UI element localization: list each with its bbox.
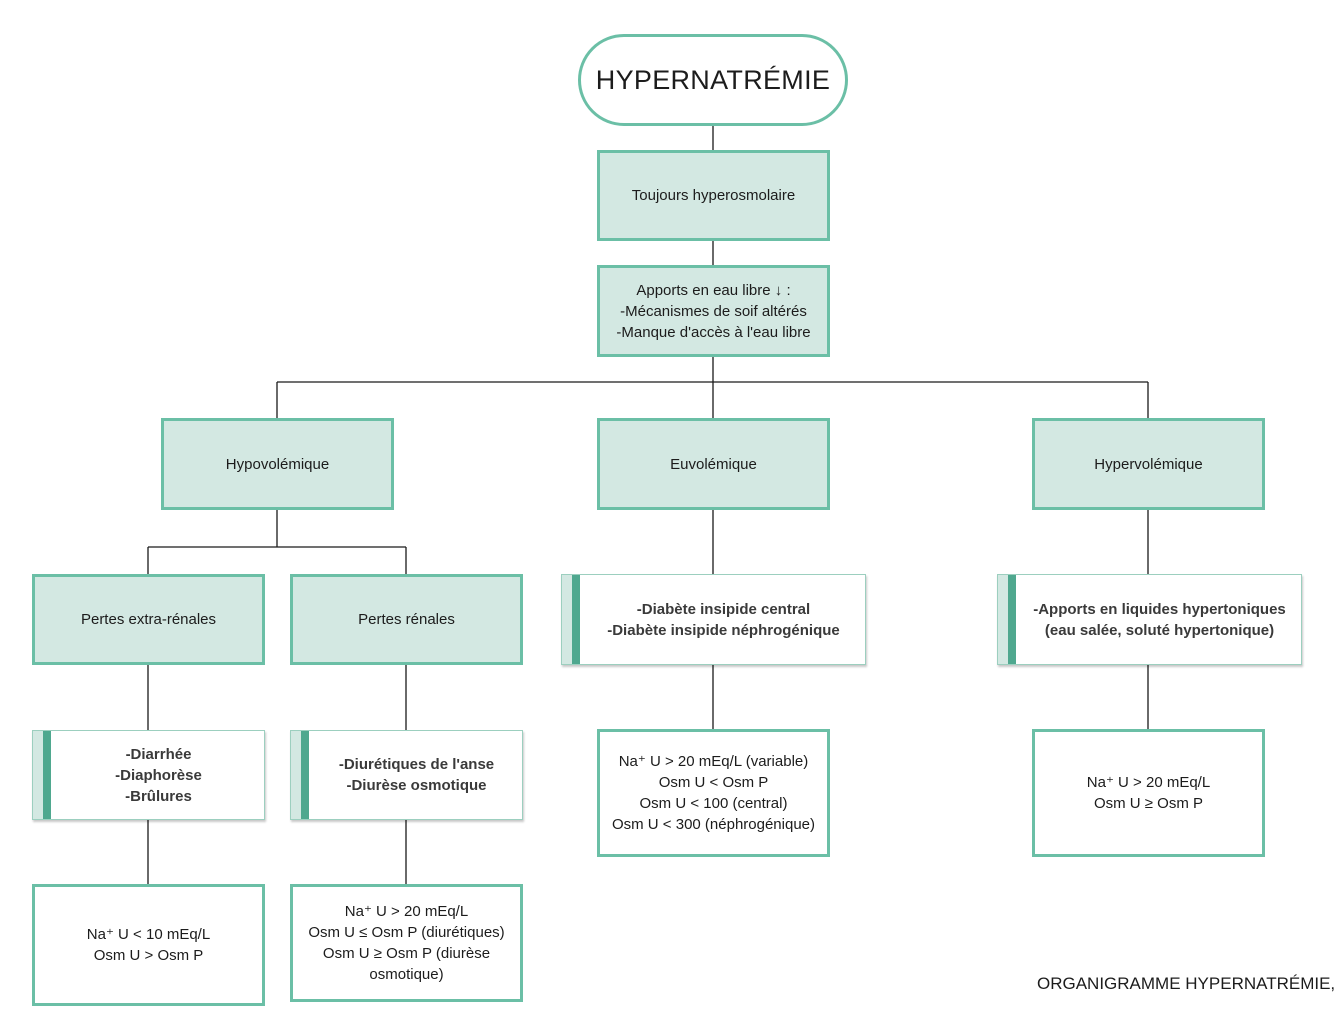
labs-euvolemique: Na⁺ U > 20 mEq/L (variable) Osm U < Osm …	[597, 729, 830, 857]
labs-renal: Na⁺ U > 20 mEq/L Osm U ≤ Osm P (diurétiq…	[290, 884, 523, 1002]
node-pertes-extra-renales-label: Pertes extra-rénales	[80, 611, 217, 628]
note-hypervolemique-causes-text: -Apports en liquides hypertoniques (eau …	[1033, 600, 1286, 639]
note-accent-bar	[562, 575, 584, 664]
labs-extra-renal: Na⁺ U < 10 mEq/L Osm U > Osm P	[32, 884, 265, 1006]
labs-hypervolemique: Na⁺ U > 20 mEq/L Osm U ≥ Osm P	[1032, 729, 1265, 857]
note-accent-bar	[33, 731, 55, 819]
footer-caption: ORGANIGRAMME HYPERNATRÉMIE, I.M	[1037, 974, 1334, 993]
node-hypovolemique-label: Hypovolémique	[225, 455, 330, 473]
node-pertes-extra-renales: Pertes extra-rénales	[32, 574, 265, 665]
note-extra-renal-causes-text: -Diarrhée -Diaphorèse -Brûlures	[115, 745, 202, 805]
node-hypervolemique-label: Hypervolémique	[1094, 455, 1203, 473]
title-text: HYPERNATRÉMIE	[595, 64, 831, 95]
node-apports-eau-libre-label: Apports en eau libre ↓ : -Mécanismes de …	[616, 281, 811, 341]
labs-extra-renal-text: Na⁺ U < 10 mEq/L Osm U > Osm P	[86, 926, 211, 964]
note-renal-causes: -Diurétiques de l'anse -Diurèse osmotiqu…	[290, 730, 523, 820]
node-pertes-renales: Pertes rénales	[290, 574, 523, 665]
labs-hypervolemique-text: Na⁺ U > 20 mEq/L Osm U ≥ Osm P	[1086, 774, 1211, 812]
title-node: HYPERNATRÉMIE	[578, 34, 848, 126]
note-euvolemique-causes-text: -Diabète insipide central -Diabète insip…	[607, 600, 840, 639]
node-apports-eau-libre: Apports en eau libre ↓ : -Mécanismes de …	[597, 265, 830, 357]
note-extra-renal-causes: -Diarrhée -Diaphorèse -Brûlures	[32, 730, 265, 820]
labs-euvolemique-text: Na⁺ U > 20 mEq/L (variable) Osm U < Osm …	[611, 753, 816, 833]
node-euvolemique-label: Euvolémique	[670, 455, 757, 473]
node-hypervolemique: Hypervolémique	[1032, 418, 1265, 510]
note-accent-bar	[998, 575, 1020, 664]
note-euvolemique-causes: -Diabète insipide central -Diabète insip…	[561, 574, 866, 665]
note-accent-bar	[291, 731, 313, 819]
note-hypervolemique-causes: -Apports en liquides hypertoniques (eau …	[997, 574, 1302, 665]
labs-renal-text: Na⁺ U > 20 mEq/L Osm U ≤ Osm P (diurétiq…	[308, 903, 505, 983]
node-pertes-renales-label: Pertes rénales	[358, 611, 455, 628]
node-hypovolemique: Hypovolémique	[161, 418, 394, 510]
node-hyperosmolaire-label: Toujours hyperosmolaire	[631, 187, 796, 204]
node-euvolemique: Euvolémique	[597, 418, 830, 510]
note-renal-causes-text: -Diurétiques de l'anse -Diurèse osmotiqu…	[338, 756, 495, 794]
node-hyperosmolaire: Toujours hyperosmolaire	[597, 150, 830, 241]
